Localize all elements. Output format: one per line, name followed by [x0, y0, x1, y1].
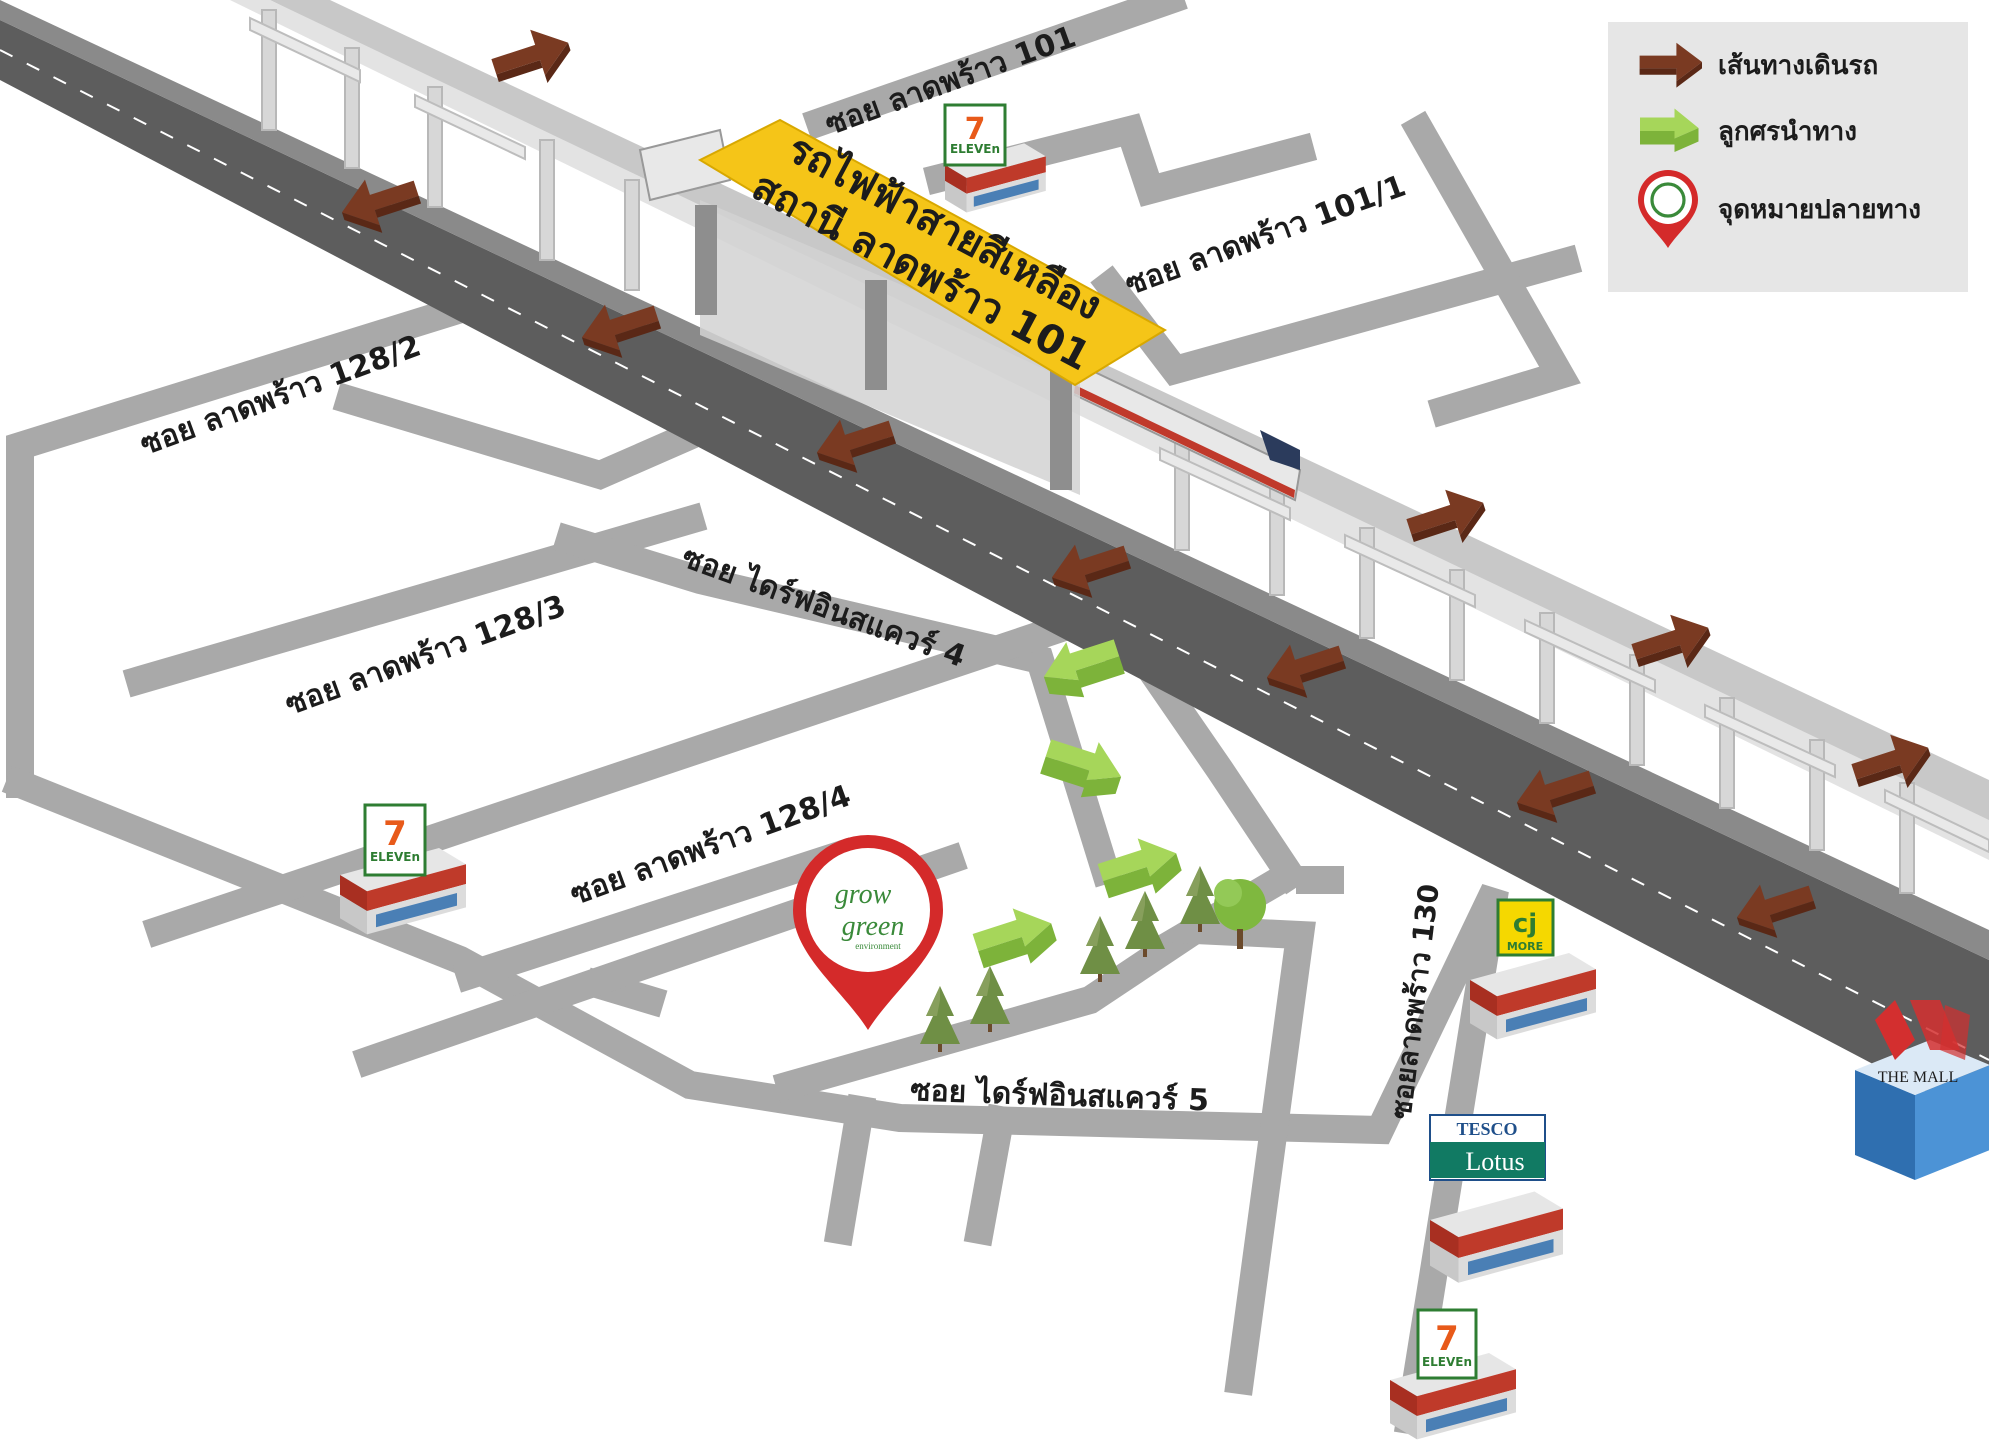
- the-mall-text: THE MALL: [1878, 1069, 1958, 1086]
- station-building: [695, 200, 1080, 495]
- tesco-lotus-store: TESCO Lotus: [1429, 1114, 1563, 1283]
- round-tree-icon: [1214, 879, 1266, 949]
- legend-arrow-label: ลูกศรนำทาง: [1718, 117, 1857, 148]
- legend-destination-label: จุดหมายปลายทาง: [1718, 195, 1921, 226]
- trees: [920, 866, 1266, 1052]
- legend-route-label: เส้นทางเดินรถ: [1718, 51, 1878, 81]
- destination-logo-green: green: [842, 911, 905, 942]
- tesco-text: TESCO: [1456, 1119, 1517, 1139]
- tree-icon: [1125, 891, 1165, 957]
- cj-logo: cj: [1513, 909, 1537, 939]
- tree-icon: [1180, 866, 1220, 932]
- destination-pin: grow green environment: [793, 835, 943, 1030]
- main-road: [0, 0, 1989, 1125]
- train: [638, 128, 1302, 502]
- seven-eleven-logo: ELEVEn: [1422, 1355, 1472, 1369]
- tree-icon: [1080, 916, 1120, 982]
- seven-eleven-logo: ELEVEn: [370, 850, 420, 864]
- seven-eleven-logo: ELEVEn: [950, 142, 1000, 156]
- seven-eleven-left: ELEVEn 7: [340, 803, 466, 935]
- guide-arrow-icon: [968, 898, 1062, 978]
- seven-eleven-bottom: ELEVEn 7: [1390, 1308, 1516, 1440]
- cj-more-text: MORE: [1507, 940, 1543, 953]
- the-mall-building: THE MALL: [1855, 1000, 1989, 1180]
- svg-text:7: 7: [1435, 1319, 1459, 1359]
- svg-text:7: 7: [383, 814, 407, 854]
- lotus-text: Lotus: [1465, 1147, 1524, 1176]
- pin-icon: [1638, 170, 1698, 248]
- destination-logo-environment: environment: [855, 941, 901, 951]
- svg-text:7: 7: [965, 112, 986, 147]
- seven-eleven-station: ELEVEn 7: [943, 103, 1046, 213]
- tree-icon: [970, 966, 1010, 1032]
- destination-logo-grow: grow: [835, 879, 892, 910]
- cj-more-store: cj MORE: [1470, 898, 1596, 1040]
- tree-icon: [920, 986, 960, 1052]
- legend: เส้นทางเดินรถ ลูกศรนำทาง จุดหมายปลายทาง: [1608, 22, 1968, 292]
